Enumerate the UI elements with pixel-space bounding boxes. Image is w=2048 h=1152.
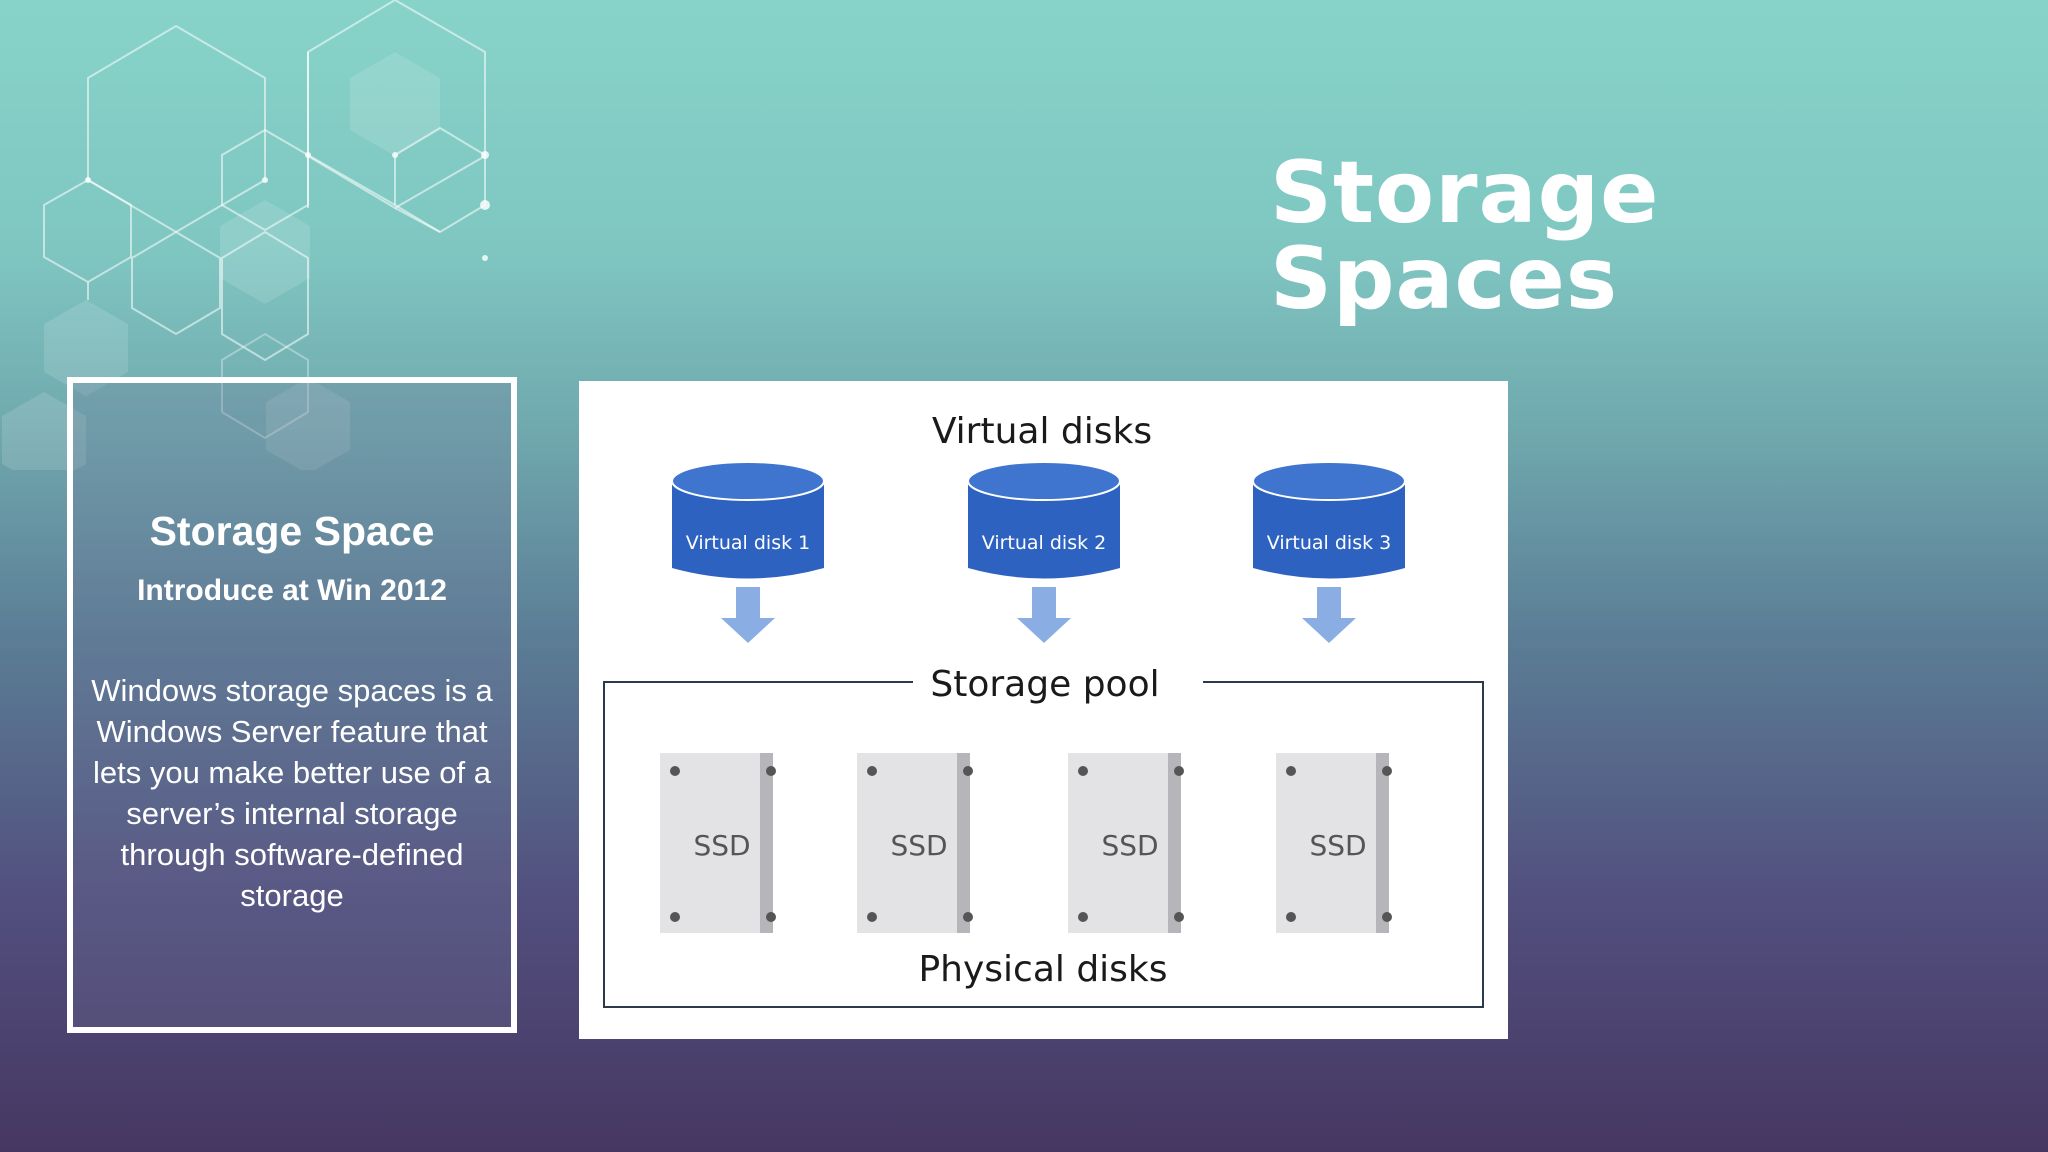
info-body: Windows storage spaces is a Windows Serv… [91, 673, 493, 914]
virtual-disk-2: Virtual disk 2 [967, 461, 1121, 579]
ssd-drive-1: SSD [660, 753, 776, 933]
ssd-drive-2: SSD [857, 753, 973, 933]
ssd-drive-3: SSD [1068, 753, 1184, 933]
ssd-label: SSD [693, 829, 750, 862]
ssd-label: SSD [1101, 829, 1158, 862]
down-arrow-icon [721, 587, 775, 643]
virtual-disk-label: Virtual disk 3 [1267, 532, 1392, 554]
storage-pool-label: Storage pool [930, 664, 1159, 705]
storage-pool-frame [603, 681, 1484, 1008]
info-subtitle: Introduce at Win 2012 [137, 574, 447, 608]
down-arrow-icon [1017, 587, 1071, 643]
ssd-label: SSD [890, 829, 947, 862]
virtual-disk-1: Virtual disk 1 [671, 461, 825, 579]
slide-title: Storage Spaces [1270, 143, 1660, 329]
ssd-label: SSD [1309, 829, 1366, 862]
physical-disks-label: Physical disks [918, 949, 1167, 990]
virtual-disks-heading: Virtual disks [932, 411, 1152, 452]
info-title: Storage Space [149, 508, 435, 554]
hexagon-decoration [2, 0, 490, 470]
virtual-disk-3: Virtual disk 3 [1252, 461, 1406, 579]
virtual-disk-label: Virtual disk 2 [982, 532, 1107, 554]
info-box: Storage Space Introduce at Win 2012 Wind… [67, 377, 517, 1033]
virtual-disk-label: Virtual disk 1 [686, 532, 811, 554]
ssd-drive-4: SSD [1276, 753, 1392, 933]
down-arrow-icon [1302, 587, 1356, 643]
storage-diagram: Virtual disks Virtual disk 1 Virtual dis… [579, 381, 1508, 1039]
